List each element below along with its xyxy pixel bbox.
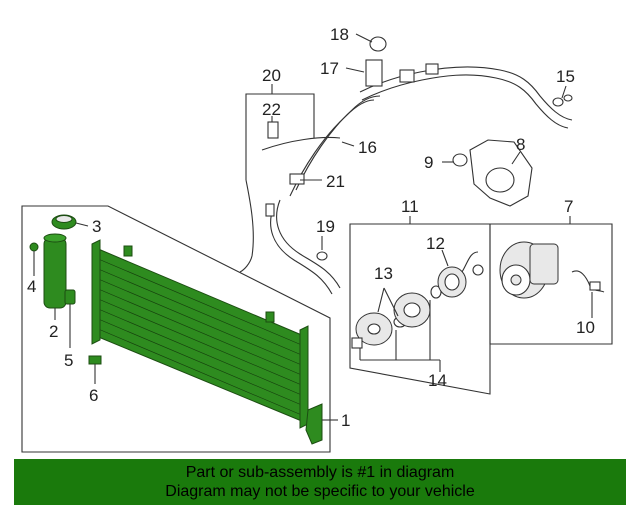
discharge-hose[interactable] [289, 95, 381, 197]
compressor[interactable] [499, 241, 559, 299]
callout-19: 19 [316, 217, 335, 236]
callout-13: 13 [374, 264, 393, 283]
line-bracket[interactable] [289, 59, 383, 185]
callout-3: 3 [92, 217, 101, 236]
callout-11: 11 [401, 197, 419, 216]
liquid-line[interactable] [270, 199, 341, 295]
o-ring-9[interactable] [452, 153, 468, 167]
suction-hose[interactable] [359, 63, 573, 129]
callout-1: 1 [341, 411, 350, 430]
drier-bracket[interactable] [64, 289, 76, 305]
callout-20: 20 [262, 66, 281, 85]
callout-22: 22 [262, 100, 281, 119]
callout-2: 2 [49, 322, 58, 341]
compressor-box [489, 223, 613, 345]
callout-12: 12 [426, 234, 445, 253]
clutch-pulley[interactable] [393, 292, 431, 328]
bolt-small[interactable] [472, 264, 484, 276]
condenser-bolt[interactable] [88, 355, 102, 374]
condenser-core[interactable] [91, 239, 323, 445]
clutch-pressure-plate[interactable] [355, 312, 393, 346]
callout-9: 9 [424, 153, 433, 172]
callout-8: 8 [516, 135, 525, 154]
callout-15: 15 [556, 67, 575, 86]
callout-16: 16 [358, 138, 377, 157]
drier-cap[interactable] [51, 214, 77, 230]
notice-line-2: Diagram may not be specific to your vehi… [165, 483, 475, 500]
field-coil[interactable] [437, 251, 479, 298]
callout-10: 10 [576, 318, 595, 337]
callout-17: 17 [320, 59, 339, 78]
callout-4: 4 [27, 277, 36, 296]
callout-21: 21 [326, 172, 345, 191]
receiver-drier[interactable] [43, 233, 67, 309]
clip-18[interactable] [369, 36, 387, 52]
washer[interactable] [351, 337, 363, 349]
condenser-assembly-box [21, 205, 331, 453]
callout-6: 6 [89, 386, 98, 405]
box-20-outline [245, 93, 315, 180]
callout-7: 7 [564, 197, 573, 216]
pressure-switch[interactable] [571, 270, 605, 293]
pipe-assembly-20[interactable] [239, 121, 341, 273]
callout-18: 18 [330, 25, 349, 44]
o-ring-19[interactable] [316, 251, 328, 261]
callout-5: 5 [64, 351, 73, 370]
notice-banner: Part or sub-assembly is #1 in diagram Di… [14, 459, 626, 505]
o-ring-15[interactable] [552, 94, 573, 107]
callout-14: 14 [428, 371, 447, 390]
clutch-assembly-box [349, 223, 491, 395]
drier-bolt[interactable] [29, 242, 39, 262]
notice-line-1: Part or sub-assembly is #1 in diagram [185, 464, 455, 481]
